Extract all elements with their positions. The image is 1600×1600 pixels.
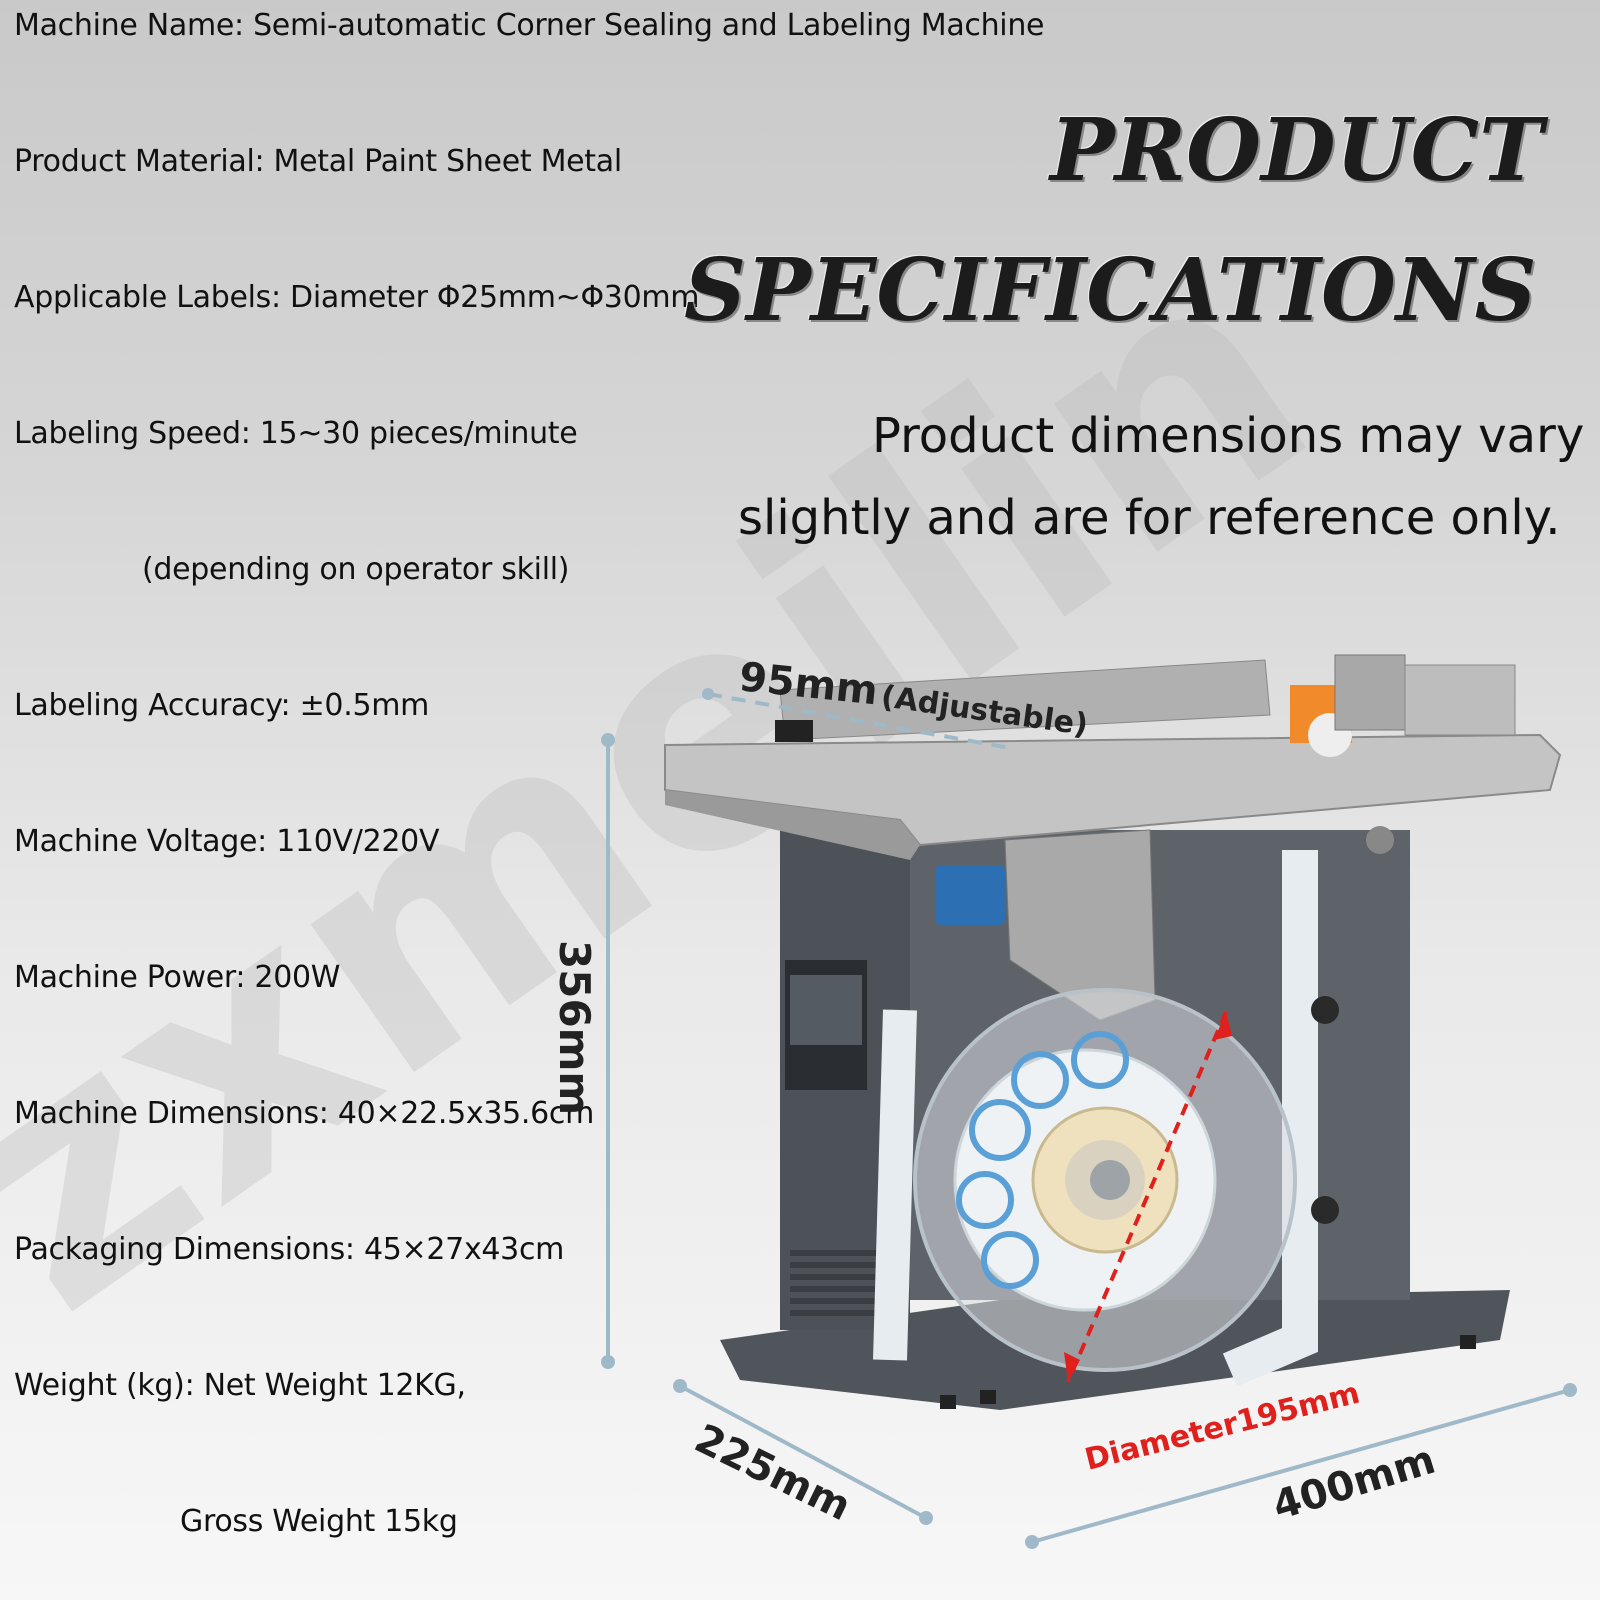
depth-label: 225mm	[688, 1416, 858, 1530]
spec-labeling-accuracy: Labeling Accuracy: ±0.5mm	[14, 688, 430, 723]
note-line-2: slightly and are for reference only.	[738, 490, 1561, 546]
note-line-1: Product dimensions may vary	[872, 408, 1585, 464]
spec-machine-voltage: Machine Voltage: 110V/220V	[14, 824, 440, 859]
height-label: 356mm	[550, 940, 599, 1115]
spec-gross-weight: Gross Weight 15kg	[180, 1504, 458, 1539]
length-dim-line	[1031, 1388, 1571, 1544]
spec-product-material: Product Material: Metal Paint Sheet Meta…	[14, 144, 622, 179]
reel-hub	[1090, 1160, 1130, 1200]
spec-weight: Weight (kg): Net Weight 12KG,	[14, 1368, 466, 1403]
diameter-dim-line	[1066, 1011, 1228, 1383]
spec-applicable-labels: Applicable Labels: Diameter Φ25mm~Φ30mm	[14, 280, 700, 315]
spec-labeling-speed: Labeling Speed: 15~30 pieces/minute	[14, 416, 578, 451]
spec-machine-name: Machine Name: Semi-automatic Corner Seal…	[14, 8, 1045, 43]
width-adjust-dim-line	[707, 692, 1011, 750]
heading-specifications: SPECIFICATIONS	[684, 240, 1537, 341]
applicator-roller	[935, 865, 1005, 925]
heading-product: PRODUCT	[1050, 100, 1544, 201]
steel-top	[664, 733, 1562, 847]
spec-labeling-speed-note: (depending on operator skill)	[142, 552, 570, 587]
spec-machine-power: Machine Power: 200W	[14, 960, 341, 995]
depth-dim-line	[679, 1384, 927, 1520]
spec-packaging-dimensions: Packaging Dimensions: 45×27x43cm	[14, 1232, 565, 1267]
spec-machine-dimensions: Machine Dimensions: 40×22.5x35.6cm	[14, 1096, 595, 1131]
width-adjust-label: 95mm	[737, 654, 880, 714]
